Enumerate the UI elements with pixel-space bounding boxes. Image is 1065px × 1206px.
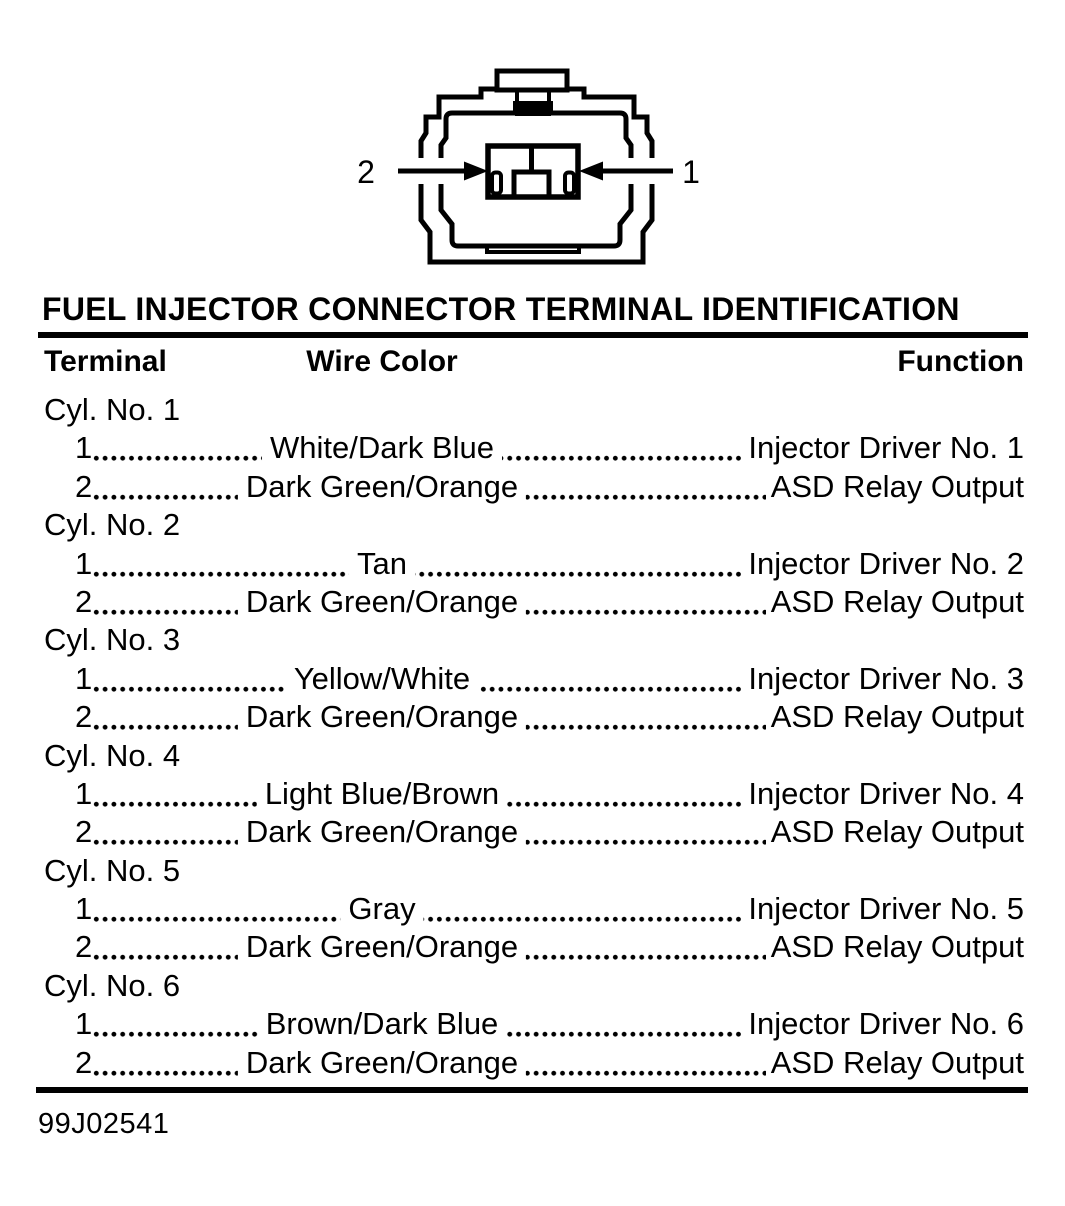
function-value: ASD Relay Output bbox=[770, 1044, 1024, 1080]
bottom-rule bbox=[36, 1087, 1028, 1093]
terminal-row: 1 Injector Driver No. 5 Gray bbox=[40, 890, 1024, 929]
column-header-wire-color: Wire Color bbox=[306, 345, 458, 378]
terminal-number: 2 bbox=[75, 699, 93, 735]
wire-color-value: Yellow/White bbox=[285, 659, 479, 699]
connector-top-tab bbox=[494, 68, 570, 93]
terminal-row: 1 Injector Driver No. 1 White/Dark Blue bbox=[40, 429, 1024, 468]
wire-color-value: Dark Green/Orange bbox=[237, 467, 527, 507]
function-value: Injector Driver No. 5 bbox=[748, 891, 1024, 927]
terminal-number: 1 bbox=[75, 1006, 93, 1042]
terminal-row: 2 ASD Relay Output Dark Green/Orange bbox=[40, 582, 1024, 622]
cylinder-group: Cyl. No. 6 1 Injector Driver No. 6 Brown… bbox=[40, 967, 1024, 1083]
terminal-row: 1 Injector Driver No. 2 Tan bbox=[40, 544, 1024, 583]
cylinder-group: Cyl. No. 4 1 Injector Driver No. 4 Light… bbox=[40, 737, 1024, 852]
table-header-row: Terminal Wire Color Function bbox=[40, 343, 1024, 382]
terminal-lock-slot-right bbox=[563, 170, 576, 196]
function-value: ASD Relay Output bbox=[770, 468, 1024, 504]
cylinder-group: Cyl. No. 5 1 Injector Driver No. 5 Gray … bbox=[40, 852, 1024, 967]
wire-color-value: White/Dark Blue bbox=[262, 429, 502, 468]
terminal-1-arrow bbox=[579, 161, 673, 181]
cylinder-group: Cyl. No. 3 1 Injector Driver No. 3 Yello… bbox=[40, 621, 1024, 737]
dot-leader bbox=[92, 544, 744, 583]
connector-figure: 2 1 bbox=[0, 0, 1065, 290]
terminal-2-label: 2 bbox=[357, 154, 375, 190]
cylinder-group: Cyl. No. 2 1 Injector Driver No. 2 Tan 2… bbox=[40, 506, 1024, 622]
page-title: FUEL INJECTOR CONNECTOR TERMINAL IDENTIF… bbox=[42, 291, 960, 327]
cylinder-group-label: Cyl. No. 4 bbox=[44, 737, 181, 773]
function-value: ASD Relay Output bbox=[770, 583, 1024, 619]
function-value: ASD Relay Output bbox=[770, 929, 1024, 965]
terminal-number: 1 bbox=[75, 545, 93, 581]
wire-color-value: Dark Green/Orange bbox=[237, 582, 527, 622]
terminal-block bbox=[485, 143, 581, 200]
function-value: Injector Driver No. 1 bbox=[748, 430, 1024, 466]
function-value: Injector Driver No. 2 bbox=[748, 545, 1024, 581]
terminal-row: 1 Injector Driver No. 3 Yellow/White bbox=[40, 659, 1024, 699]
terminal-number: 2 bbox=[75, 1044, 93, 1080]
function-value: Injector Driver No. 4 bbox=[748, 775, 1024, 811]
terminal-row: 2 ASD Relay Output Dark Green/Orange bbox=[40, 928, 1024, 967]
cylinder-group-label: Cyl. No. 5 bbox=[44, 852, 181, 888]
terminal-row: 1 Injector Driver No. 4 Light Blue/Brown bbox=[40, 774, 1024, 814]
wire-color-value: Gray bbox=[340, 890, 424, 929]
terminal-row: 2 ASD Relay Output Dark Green/Orange bbox=[40, 698, 1024, 737]
cylinder-group-label: Cyl. No. 3 bbox=[44, 622, 181, 658]
terminal-lock-slot-left bbox=[490, 170, 503, 196]
wire-color-value: Dark Green/Orange bbox=[237, 928, 527, 967]
wire-color-value: Dark Green/Orange bbox=[237, 698, 527, 737]
function-value: Injector Driver No. 3 bbox=[748, 660, 1024, 696]
terminal-number: 2 bbox=[75, 583, 93, 619]
cylinder-group-label: Cyl. No. 6 bbox=[44, 967, 181, 1003]
connector-outer-outline bbox=[418, 86, 655, 265]
terminal-row: 2 ASD Relay Output Dark Green/Orange bbox=[40, 813, 1024, 852]
connector-bottom-notch bbox=[485, 246, 581, 254]
connector-inner-outline bbox=[438, 110, 634, 249]
function-value: ASD Relay Output bbox=[770, 814, 1024, 850]
figure-id: 99J02541 bbox=[38, 1108, 170, 1140]
terminal-row: 2 ASD Relay Output Dark Green/Orange bbox=[40, 1043, 1024, 1083]
connector-stem-bar bbox=[513, 101, 553, 113]
terminal-number: 1 bbox=[75, 430, 93, 466]
terminal-number: 1 bbox=[75, 660, 93, 696]
terminal-1-label: 1 bbox=[682, 154, 700, 190]
wire-color-value: Tan bbox=[349, 544, 415, 583]
terminal-row: 1 Injector Driver No. 6 Brown/Dark Blue bbox=[40, 1005, 1024, 1044]
column-header-function: Function bbox=[897, 345, 1024, 378]
terminal-table-body: Cyl. No. 1 1 Injector Driver No. 1 White… bbox=[40, 391, 1024, 1083]
terminal-2-arrow bbox=[398, 161, 488, 181]
terminal-number: 2 bbox=[75, 468, 93, 504]
column-header-terminal: Terminal bbox=[44, 345, 167, 378]
cylinder-group-label: Cyl. No. 2 bbox=[44, 507, 181, 543]
wire-color-value: Dark Green/Orange bbox=[237, 1043, 527, 1083]
cylinder-group: Cyl. No. 1 1 Injector Driver No. 1 White… bbox=[40, 391, 1024, 507]
terminal-row: 2 ASD Relay Output Dark Green/Orange bbox=[40, 467, 1024, 507]
terminal-number: 2 bbox=[75, 929, 93, 965]
wire-color-value: Light Blue/Brown bbox=[256, 774, 508, 814]
terminal-number: 2 bbox=[75, 814, 93, 850]
wire-color-value: Dark Green/Orange bbox=[237, 813, 527, 852]
terminal-number: 1 bbox=[75, 891, 93, 927]
cylinder-group-label: Cyl. No. 1 bbox=[44, 392, 181, 427]
wire-color-value: Brown/Dark Blue bbox=[257, 1005, 507, 1044]
title-rule bbox=[38, 332, 1028, 338]
function-value: ASD Relay Output bbox=[770, 699, 1024, 735]
function-value: Injector Driver No. 6 bbox=[748, 1006, 1024, 1042]
fuel-injector-connector-diagram: 2 1 bbox=[357, 68, 700, 265]
terminal-number: 1 bbox=[75, 775, 93, 811]
